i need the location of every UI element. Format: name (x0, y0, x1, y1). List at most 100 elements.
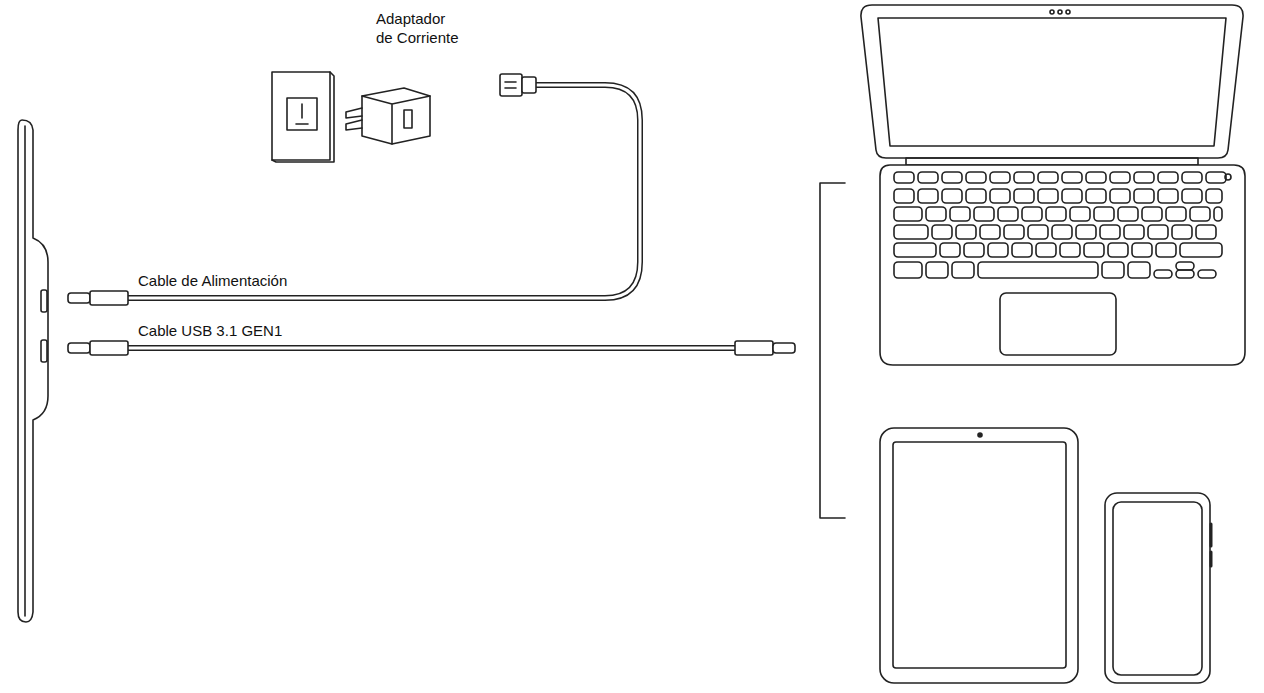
cable-label: Cable USB 3.1 GEN1 (138, 322, 282, 341)
tablet-screen (893, 442, 1066, 668)
keyboard-key (998, 207, 1018, 221)
keyboard-key (974, 207, 994, 221)
outlet-socket (287, 98, 317, 130)
keyboard-key (988, 243, 1008, 257)
keyboard-key (1084, 243, 1104, 257)
usb-c-plug-tip (68, 293, 90, 303)
cable-label: Cable de Alimentación (138, 272, 287, 291)
keyboard-key (1134, 172, 1154, 183)
keyboard-key (1100, 225, 1120, 239)
phone (1105, 493, 1210, 683)
laptop-camera (1058, 10, 1062, 14)
usb-a-plug (500, 74, 522, 96)
keyboard-key (894, 225, 928, 239)
keyboard-key (1156, 243, 1176, 257)
device-bracket (820, 183, 845, 518)
wall-outlet-side (272, 72, 334, 162)
display-edge (24, 126, 26, 616)
keyboard-key (1128, 262, 1150, 278)
wall-outlet (272, 72, 330, 160)
keyboard-key (1134, 189, 1154, 203)
keyboard-key (1148, 225, 1168, 239)
tablet (880, 428, 1078, 683)
keyboard-key (1102, 262, 1124, 278)
usb-c-port (41, 290, 47, 312)
keyboard-key (1046, 207, 1066, 221)
keyboard-key (1022, 207, 1042, 221)
keyboard-key (1124, 225, 1144, 239)
keyboard-key (894, 172, 914, 183)
keyboard-key (1038, 172, 1058, 183)
laptop-trackpad (1000, 293, 1116, 355)
keyboard-key (918, 172, 938, 183)
laptop-screen (878, 18, 1226, 146)
keyboard-key (980, 225, 1000, 239)
laptop-power-light (1225, 174, 1231, 180)
keyboard-key (1206, 172, 1226, 183)
keyboard-key (1110, 172, 1130, 183)
keyboard-key (990, 189, 1010, 203)
keyboard-key (894, 189, 914, 203)
adapter-usb-port (404, 110, 412, 128)
keyboard-key (1182, 172, 1202, 183)
keyboard-key (1132, 243, 1152, 257)
usb-a-plug-body (522, 77, 536, 93)
adapter-edge (362, 96, 430, 144)
keyboard-key (1052, 225, 1072, 239)
laptop-base (880, 165, 1245, 365)
keyboard-key (978, 262, 1098, 278)
keyboard-key (940, 243, 960, 257)
keyboard-key (1154, 270, 1172, 278)
keyboard-key (1036, 243, 1056, 257)
usb-c-port (41, 340, 47, 362)
usb-c-plug-tip (773, 343, 795, 353)
keyboard-key (942, 172, 962, 183)
keyboard-key (1062, 189, 1082, 203)
power-cable-core (128, 85, 640, 298)
keyboard-key (1158, 189, 1178, 203)
keyboard-key (1004, 225, 1024, 239)
keyboard-key (894, 243, 936, 257)
laptop-hinge (906, 158, 1198, 165)
keyboard-key (894, 262, 922, 278)
keyboard-key (1158, 172, 1178, 183)
keyboard-key (1214, 207, 1222, 221)
keyboard-key (1012, 243, 1032, 257)
keyboard-key (950, 207, 970, 221)
phone-buttons (1210, 524, 1213, 566)
keyboard-key (926, 207, 946, 221)
keyboard-key (1086, 172, 1106, 183)
keyboard-key (1198, 270, 1216, 278)
keyboard-key (1108, 243, 1128, 257)
keyboard-key (1142, 207, 1162, 221)
keyboard-key (1094, 207, 1114, 221)
keyboard-key (1182, 189, 1202, 203)
keyboard-key (964, 243, 984, 257)
keyboard-key (926, 262, 948, 278)
keyboard-key (1196, 225, 1216, 239)
adapter-label: Adaptador de Corriente (376, 10, 466, 48)
usb-c-plug-body (735, 341, 773, 355)
keyboard-key (966, 189, 986, 203)
keyboard-key (1014, 172, 1034, 183)
keyboard-key (1176, 262, 1194, 270)
laptop-lid (861, 5, 1243, 158)
keyboard-key (956, 225, 976, 239)
keyboard-key (1172, 225, 1192, 239)
keyboard-key (966, 172, 986, 183)
keyboard-key (1062, 172, 1082, 183)
power-cable (128, 85, 640, 298)
usb-c-plug-tip (68, 343, 90, 353)
usb-a-contact (505, 82, 516, 88)
keyboard-key (1014, 189, 1034, 203)
keyboard-key (1086, 189, 1106, 203)
usb-c-plug-body (90, 291, 128, 305)
keyboard-key (1118, 207, 1138, 221)
display-side-view (18, 120, 48, 622)
outlet-slot (296, 104, 308, 124)
usb-cable-core (128, 347, 735, 350)
keyboard-key (990, 172, 1010, 183)
usb-cable (128, 345, 735, 351)
power-adapter (362, 88, 430, 144)
